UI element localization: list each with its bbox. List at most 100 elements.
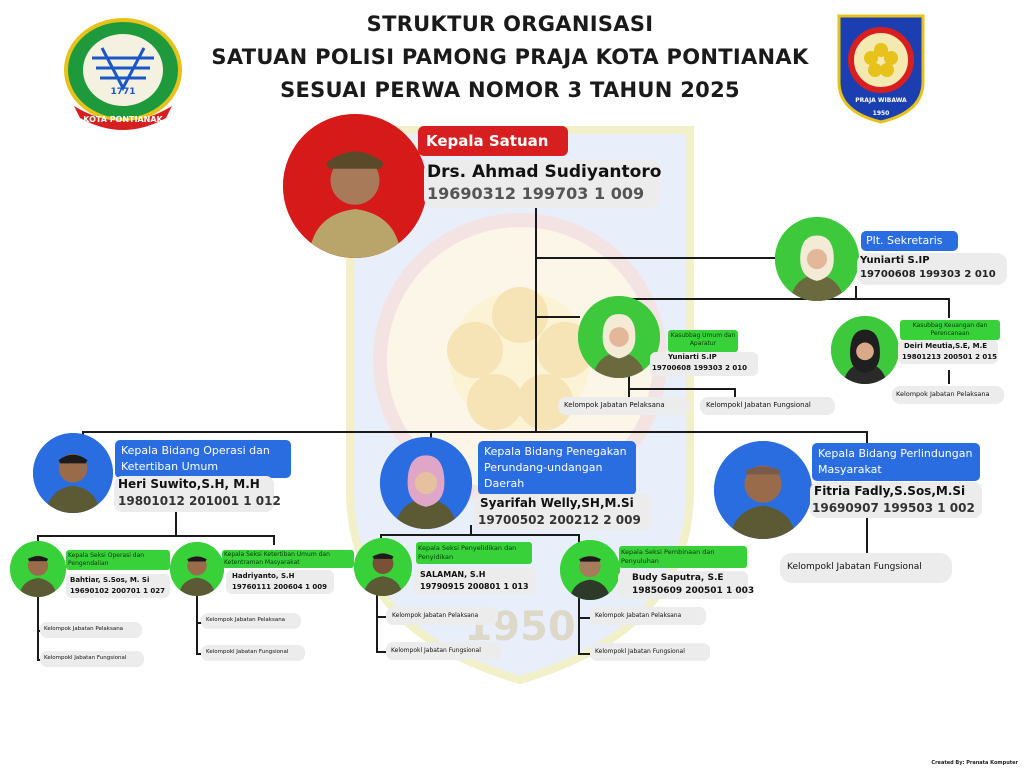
connector-line xyxy=(628,298,950,300)
group-pelaksana-seksi-ketertiban: Kelompok Jabatan Pelaksana xyxy=(201,613,301,629)
connector-line xyxy=(535,257,775,259)
connector-line xyxy=(866,431,868,443)
connector-line xyxy=(578,534,580,546)
connector-line xyxy=(535,205,537,433)
bidang-perlindungan-name: Fitria Fadly,S.Sos,M.Si xyxy=(814,484,966,498)
subbag-umum-nip: 19700608 199303 2 010 xyxy=(652,364,747,372)
connector-line xyxy=(578,653,590,655)
seksi-operasi-info-box xyxy=(66,574,170,598)
secretary-photo xyxy=(775,217,859,301)
group-pelaksana-label: Kelompok Jabatan Pelaksana xyxy=(595,612,682,619)
connector-line xyxy=(948,370,950,384)
connector-line xyxy=(578,617,590,619)
group-fungsional-label: Kelompokl Jabatan Fungsional xyxy=(391,647,481,654)
connector-line xyxy=(855,286,857,300)
bidang-perlindungan-nip: 19690907 199503 1 002 xyxy=(812,501,975,515)
bidang-operasi-role-tag: Kepala Bidang Operasi dan Ketertiban Umu… xyxy=(115,440,291,478)
group-pelaksana-seksi-operasi: Kelompok Jabatan Pelaksana xyxy=(40,622,142,638)
bidang-perlindungan-role: Kepala Bidang Perlindungan Masyarakat xyxy=(818,447,973,476)
connector-line xyxy=(37,535,275,537)
group-fungsional-label: Kelompokl Jabatan Fungsional xyxy=(206,649,289,655)
connector-line xyxy=(196,594,198,654)
connector-line xyxy=(380,534,580,536)
left-logo-text: KOTA PONTIANAK xyxy=(83,115,163,124)
title-line-3: SESUAI PERWA NOMOR 3 TAHUN 2025 xyxy=(280,78,740,102)
seksi-pembinaan-role-tag: Kepala Seksi Pembinaan dan Penyuluhan xyxy=(619,546,747,568)
connector-line xyxy=(628,388,736,390)
seksi-pembinaan-role: Kepala Seksi Pembinaan dan Penyuluhan xyxy=(621,548,715,565)
subbag-keuangan-role-tag: Kasubbag Keuangan dan Perencanaan xyxy=(900,320,1000,340)
seksi-ketertiban-name: Hadriyanto, S.H xyxy=(232,572,295,580)
group-pelaksana-keuangan: Kelompok Jabatan Pelaksana xyxy=(892,386,1004,404)
group-fungsional-label: Kelompokl Jabatan Fungsional xyxy=(595,648,685,655)
group-pelaksana-seksi-pembinaan: Kelompok Jabatan Pelaksana xyxy=(590,607,706,625)
group-fungsional-label: Kelompokl Jabatan Fungsional xyxy=(706,401,811,409)
bidang-perlindungan-photo xyxy=(714,441,812,539)
subbag-keuangan-info-box xyxy=(898,340,998,364)
group-pelaksana-label: Kelompok Jabatan Pelaksana xyxy=(44,626,124,632)
left-logo-year: 1771 xyxy=(110,87,135,97)
seksi-penyelidikan-role: Kepala Seksi Penyelidikan dan Penyidikan xyxy=(418,544,517,561)
connector-line xyxy=(628,374,630,399)
seksi-operasi-nip: 19690102 200701 1 027 xyxy=(70,587,165,595)
group-fungsional-seksi-penyelidikan: Kelompokl Jabatan Fungsional xyxy=(386,642,502,660)
seksi-ketertiban-role: Kepala Seksi Ketertiban Umum dan Ketentr… xyxy=(224,551,330,566)
connector-line xyxy=(470,525,472,535)
group-fungsional-label: Kelompokl Jabatan Fungsional xyxy=(787,562,922,572)
group-pelaksana-label: Kelompok Jabatan Pelaksana xyxy=(896,390,990,398)
subbag-keuangan-role: Kasubbag Keuangan dan Perencanaan xyxy=(912,322,988,337)
secretary-info-box xyxy=(857,253,1007,285)
head-role: Kepala Satuan xyxy=(426,132,549,150)
subbag-umum-photo xyxy=(578,296,660,378)
connector-line xyxy=(175,505,177,535)
connector-line xyxy=(196,653,204,655)
connector-line xyxy=(866,515,868,553)
secretary-name: Yuniarti S.IP xyxy=(860,255,930,266)
group-pelaksana-umum: Kelompok Jabatan Pelaksana xyxy=(558,397,690,415)
head-nip: 19690312 199703 1 009 xyxy=(427,184,645,203)
connector-line xyxy=(82,431,868,433)
group-pelaksana-label: Kelompok Jabatan Pelaksana xyxy=(206,617,286,623)
seksi-penyelidikan-photo xyxy=(354,538,412,596)
secretary-role-tag: Plt. Sekretaris xyxy=(861,231,958,251)
seksi-ketertiban-info-box xyxy=(226,570,334,594)
connector-line xyxy=(37,597,39,660)
subbag-keuangan-name: Deiri Meutia,S.E, M.E xyxy=(904,342,988,350)
credit-text: Created By: Pranata Komputer xyxy=(931,760,1018,766)
connector-line xyxy=(948,298,950,318)
bidang-perlindungan-role-tag: Kepala Bidang Perlindungan Masyarakat xyxy=(812,443,980,481)
bidang-operasi-nip: 19801012 201001 1 012 xyxy=(118,494,281,508)
seksi-operasi-role-tag: Kepala Seksi Operasi dan Pengendalian xyxy=(66,550,170,570)
subbag-keuangan-photo xyxy=(831,316,899,384)
secretary-role: Plt. Sekretaris xyxy=(866,234,943,247)
bidang-penegakan-role-tag: Kepala Bidang Penegakan Perundang-undang… xyxy=(478,441,636,495)
seksi-penyelidikan-name: SALAMAN, S.H xyxy=(420,570,486,579)
group-pelaksana-label: Kelompok Jabatan Pelaksana xyxy=(392,612,479,619)
group-pelaksana-seksi-penyelidikan: Kelompok Jabatan Pelaksana xyxy=(386,607,498,625)
bidang-penegakan-role: Kepala Bidang Penegakan Perundang-undang… xyxy=(484,445,627,490)
group-fungsional-seksi-ketertiban: Kelompokl Jabatan Fungsional xyxy=(201,645,305,661)
subbag-umum-role: Kasubbag Umum dan Aparatur xyxy=(670,332,736,347)
group-fungsional-label: Kelompokl Jabatan Fungsional xyxy=(44,655,127,661)
group-fungsional-seksi-operasi: Kelompokl Jabatan Fungsional xyxy=(40,651,144,667)
connector-line xyxy=(273,535,275,545)
seksi-ketertiban-photo xyxy=(170,542,224,596)
bidang-operasi-info-box xyxy=(114,476,274,512)
connector-line xyxy=(37,535,39,545)
seksi-pembinaan-photo xyxy=(560,540,620,600)
title-line-1: STRUKTUR ORGANISASI xyxy=(366,12,654,36)
bidang-operasi-name: Heri Suwito,S.H, M.H xyxy=(118,477,260,491)
bidang-penegakan-info-box xyxy=(474,494,652,530)
subbag-keuangan-nip: 19801213 200501 2 015 xyxy=(902,353,997,361)
bidang-penegakan-nip: 19700502 200212 2 009 xyxy=(478,513,641,527)
connector-line xyxy=(376,594,378,652)
bidang-operasi-role: Kepala Bidang Operasi dan Ketertiban Umu… xyxy=(121,444,270,473)
connector-line xyxy=(734,388,736,400)
bidang-perlindungan-info-box xyxy=(810,482,982,518)
head-photo xyxy=(283,114,427,258)
head-info-box xyxy=(424,160,660,208)
seksi-pembinaan-info-box xyxy=(618,571,748,599)
group-fungsional-seksi-pembinaan: Kelompokl Jabatan Fungsional xyxy=(590,643,710,661)
subbag-umum-name: Yuniarti S.IP xyxy=(668,353,717,361)
connector-line xyxy=(535,316,580,318)
